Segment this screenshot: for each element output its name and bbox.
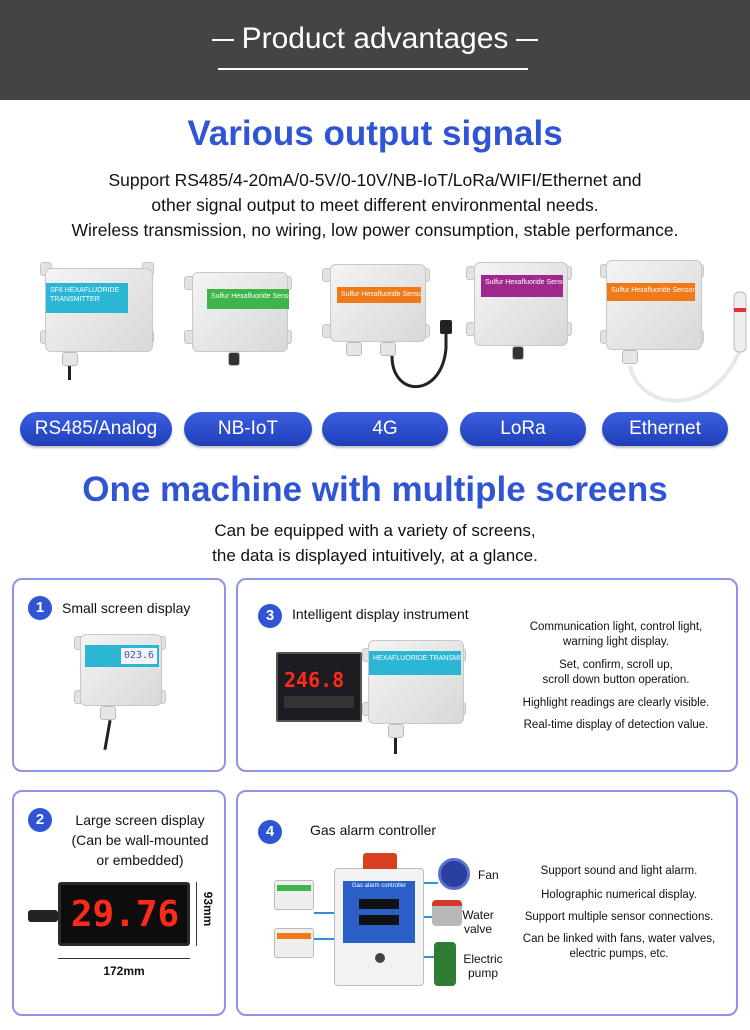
header-banner: Product advantages bbox=[0, 0, 750, 100]
pill-nbiot: NB-IoT bbox=[184, 412, 312, 446]
desc-line: Wireless transmission, no wiring, low po… bbox=[71, 220, 679, 240]
fan-icon bbox=[438, 858, 470, 890]
card-title: Large screen display (Can be wall-mounte… bbox=[71, 812, 209, 868]
header-title: Product advantages bbox=[0, 22, 750, 56]
card-gas-alarm-controller: 4 Gas alarm controller Gas alarm control… bbox=[236, 790, 738, 1016]
desc-line: Support RS485/4-20mA/0-5V/0-10V/NB-IoT/L… bbox=[108, 170, 642, 190]
desc-line: other signal output to meet different en… bbox=[151, 195, 599, 215]
width-dimension-label: 172mm bbox=[103, 964, 145, 978]
header-dash-left bbox=[211, 39, 234, 42]
panel-meter-image: 246.8 bbox=[276, 652, 362, 722]
sensor-small-2 bbox=[274, 928, 314, 958]
card-number-badge: 1 bbox=[28, 596, 52, 620]
desc-line: Can be equipped with a variety of screen… bbox=[214, 521, 536, 540]
card-large-screen: 2 Large screen display (Can be wall-moun… bbox=[12, 790, 226, 1016]
large-screen-image: 29.76 bbox=[58, 882, 190, 946]
pill-ethernet: Ethernet bbox=[602, 412, 728, 446]
wire bbox=[424, 882, 438, 884]
feature-3: Support multiple sensor connections. bbox=[524, 911, 714, 923]
card-number-badge: 2 bbox=[28, 808, 52, 832]
card-small-screen: 1 Small screen display 023.6 bbox=[12, 578, 226, 772]
pill-4g: 4G bbox=[322, 412, 448, 446]
desc-line: the data is displayed intuitively, at a … bbox=[212, 546, 538, 565]
card-number-badge: 4 bbox=[258, 820, 282, 844]
feature-2: Holographic numerical display. bbox=[541, 889, 697, 901]
header-title-text: Product advantages bbox=[241, 22, 509, 55]
feature-3: Highlight readings are clearly visible. bbox=[522, 697, 710, 709]
large-screen-cable bbox=[28, 910, 58, 922]
section-desc-output-signals: Support RS485/4-20mA/0-5V/0-10V/NB-IoT/L… bbox=[0, 168, 750, 243]
alarm-controller-image: Gas alarm controller bbox=[334, 853, 424, 986]
feature-1: Communication light, control light, warn… bbox=[529, 621, 703, 648]
output-water-valve-label: Water valve bbox=[462, 908, 494, 936]
card-number-badge: 3 bbox=[258, 604, 282, 628]
output-electric-pump-label: Electric pump bbox=[463, 952, 503, 980]
cable-ethernet bbox=[628, 291, 747, 403]
pill-rs485-analog: RS485/Analog bbox=[20, 412, 172, 446]
section-desc-multiple-screens: Can be equipped with a variety of screen… bbox=[0, 518, 750, 568]
section-title-multiple-screens: One machine with multiple screens bbox=[82, 470, 668, 509]
pill-lora: LoRa bbox=[460, 412, 586, 446]
small-screen-readout: 023.6 bbox=[121, 648, 157, 664]
wire bbox=[314, 938, 334, 940]
wire bbox=[424, 956, 438, 958]
cable-4g bbox=[390, 320, 452, 388]
card-title: Gas alarm controller bbox=[310, 822, 437, 838]
height-dimension-line bbox=[196, 882, 197, 946]
header-dash-right bbox=[516, 39, 539, 42]
large-screen-readout: 29.76 bbox=[70, 894, 180, 935]
header-underline bbox=[218, 68, 528, 70]
card-intelligent-display: 3 Intelligent display instrument 246.8 H… bbox=[236, 578, 738, 772]
transmitter-label: HEXAFLUORIDE TRANSMITTER bbox=[369, 651, 461, 675]
height-dimension-label: 93mm bbox=[201, 891, 215, 927]
section-title-output-signals: Various output signals bbox=[187, 114, 563, 153]
wire bbox=[424, 916, 438, 918]
card-title: Intelligent display instrument bbox=[292, 606, 469, 622]
card-title: Small screen display bbox=[62, 600, 191, 616]
sensor-small-1 bbox=[274, 880, 314, 910]
width-dimension-line bbox=[58, 958, 190, 959]
electric-pump-icon bbox=[434, 942, 456, 986]
feature-1: Support sound and light alarm. bbox=[540, 865, 698, 877]
feature-2: Set, confirm, scroll up, scroll down but… bbox=[542, 659, 690, 686]
output-fan-label: Fan bbox=[478, 868, 499, 882]
feature-4: Can be linked with fans, water valves, e… bbox=[522, 933, 716, 960]
feature-4: Real-time display of detection value. bbox=[523, 719, 709, 731]
meter-readout: 246.8 bbox=[284, 668, 345, 692]
wire bbox=[314, 912, 334, 914]
water-valve-icon bbox=[432, 900, 462, 926]
